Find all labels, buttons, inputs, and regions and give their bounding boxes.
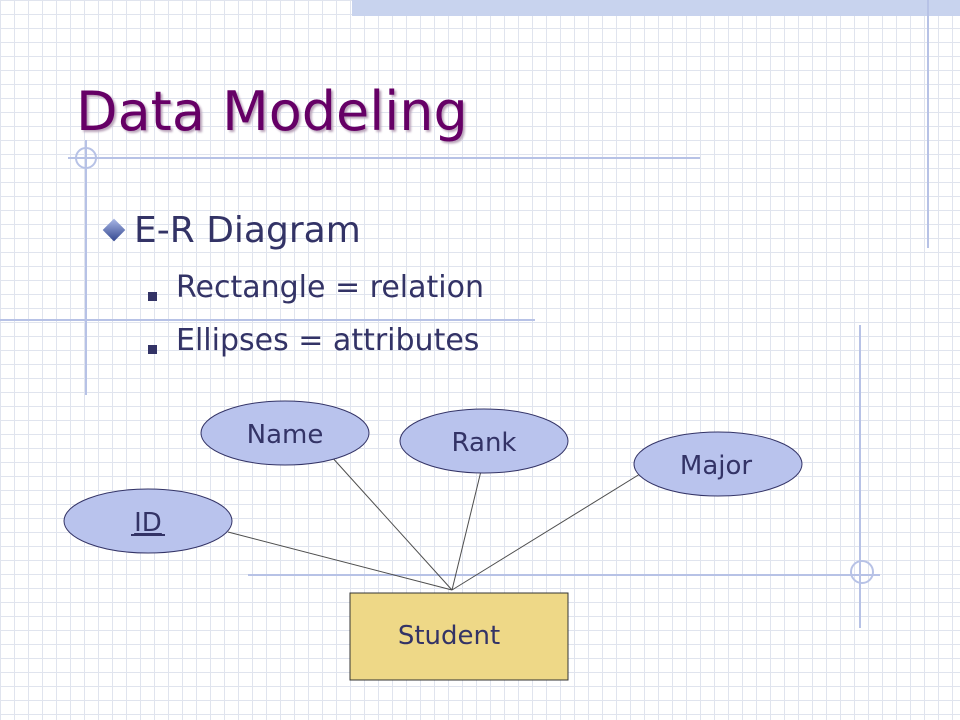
slide-title: Data Modeling	[76, 80, 468, 143]
square-bullet-icon	[148, 292, 157, 301]
entity-student-label: Student	[398, 621, 500, 651]
attribute-rank-label: Rank	[452, 428, 517, 458]
connector-rank	[451, 470, 482, 591]
attribute-id	[63, 488, 233, 554]
bullet-er-diagram: E-R Diagram	[134, 210, 361, 251]
attribute-name	[200, 400, 370, 466]
entity-student	[349, 592, 569, 681]
connector-major	[451, 473, 641, 591]
sub-bullet-ellipses: Ellipses = attributes	[176, 323, 480, 358]
attribute-name-label: Name	[247, 420, 324, 450]
connector-name	[329, 454, 453, 591]
connector-id	[227, 531, 453, 591]
top-accent-band	[352, 0, 960, 16]
attribute-major-label: Major	[680, 451, 752, 481]
attribute-major	[633, 431, 803, 497]
attribute-rank	[399, 408, 569, 474]
attribute-id-label: ID	[134, 508, 162, 538]
square-bullet-icon	[148, 345, 157, 354]
sub-bullet-rectangle: Rectangle = relation	[176, 270, 484, 305]
